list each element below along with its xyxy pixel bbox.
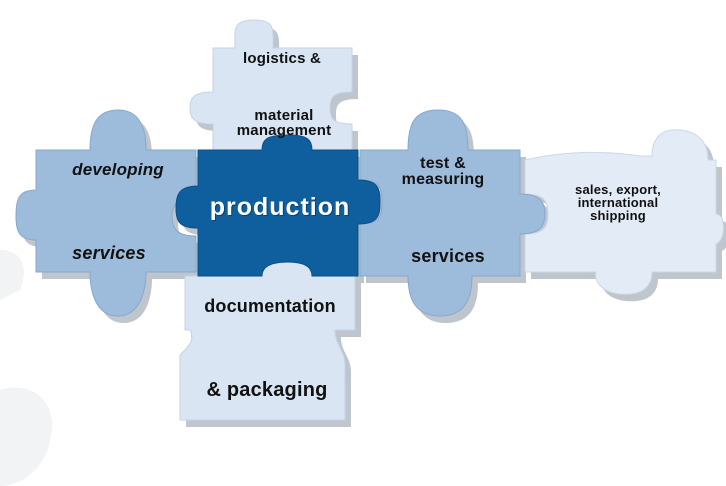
- logistics-bottom-label: material management: [236, 107, 332, 139]
- production-piece: [175, 134, 381, 277]
- developing-piece: [15, 109, 197, 317]
- logistics-piece: [189, 19, 353, 159]
- test-measuring-bottom-label: services: [411, 246, 485, 266]
- sales-label: sales, export, international shipping: [575, 182, 661, 223]
- documentation-top-label: documentation: [204, 296, 336, 316]
- sales-piece: [524, 129, 724, 295]
- test-measuring-piece: [359, 109, 546, 317]
- developing-bottom-label: services: [72, 243, 146, 263]
- test-measuring-top-label: test & measuring: [401, 155, 485, 188]
- developing-top-label: developing: [72, 160, 164, 179]
- production-label: production: [209, 193, 351, 221]
- documentation-bottom-label: & packaging: [206, 379, 328, 401]
- background-shapes: [0, 250, 52, 486]
- logistics-top-label: logistics &: [242, 50, 322, 67]
